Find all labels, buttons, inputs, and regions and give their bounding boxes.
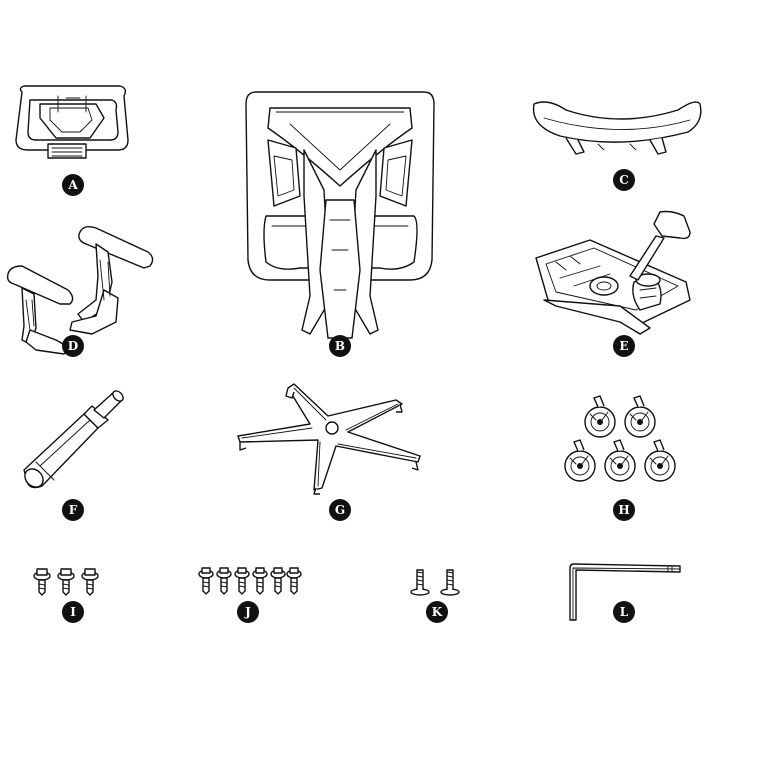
screw-j-6 — [286, 567, 302, 595]
svg-text:F: F — [69, 503, 78, 517]
part-label-G: G — [329, 499, 351, 521]
part-label-B: B — [329, 335, 351, 357]
svg-text:E: E — [619, 339, 628, 353]
caster-4 — [604, 439, 636, 482]
screw-j-3 — [234, 567, 250, 595]
part-label-A: A — [62, 174, 84, 196]
part-label-K: K — [426, 601, 448, 623]
screw-i-1 — [33, 568, 51, 596]
svg-text:K: K — [432, 605, 443, 619]
svg-text:G: G — [335, 503, 345, 517]
part-label-E: E — [613, 335, 635, 357]
bolt-k-2 — [440, 569, 460, 596]
svg-text:C: C — [619, 173, 629, 187]
part-label-L: L — [613, 601, 635, 623]
seat-icon — [532, 101, 702, 155]
caster-3 — [564, 439, 596, 482]
screw-j-1 — [198, 567, 214, 595]
part-label-H: H — [613, 499, 635, 521]
screw-i-2 — [57, 568, 75, 596]
screw-set-j-icon — [198, 567, 302, 595]
part-label-C: C — [613, 169, 635, 191]
svg-text:B: B — [335, 339, 345, 353]
svg-text:A: A — [67, 178, 78, 192]
bolt-k-1 — [410, 569, 430, 596]
headrest-icon — [15, 85, 129, 159]
screw-j-2 — [216, 567, 232, 595]
star-base-icon — [237, 383, 421, 495]
caster-1 — [584, 395, 616, 438]
part-label-D: D — [62, 335, 84, 357]
casters-icon — [564, 395, 676, 482]
caster-2 — [624, 395, 656, 438]
screw-i-3 — [81, 568, 99, 596]
screw-j-4 — [252, 567, 268, 595]
screw-j-5 — [270, 567, 286, 595]
part-label-J: J — [237, 601, 259, 623]
backrest-icon — [245, 91, 435, 339]
gas-lift-icon — [23, 390, 124, 489]
svg-text:J: J — [244, 605, 251, 619]
svg-text:H: H — [618, 503, 629, 517]
part-label-F: F — [62, 499, 84, 521]
seat-mechanism-icon — [535, 210, 691, 335]
screw-set-i-icon — [33, 568, 99, 596]
svg-text:D: D — [68, 339, 78, 353]
svg-text:I: I — [70, 605, 76, 619]
allen-key-icon — [569, 563, 681, 621]
part-label-I: I — [62, 601, 84, 623]
svg-text:L: L — [620, 605, 629, 619]
bolt-set-k-icon — [410, 569, 460, 596]
caster-5 — [644, 439, 676, 482]
armrests-icon — [6, 225, 154, 355]
